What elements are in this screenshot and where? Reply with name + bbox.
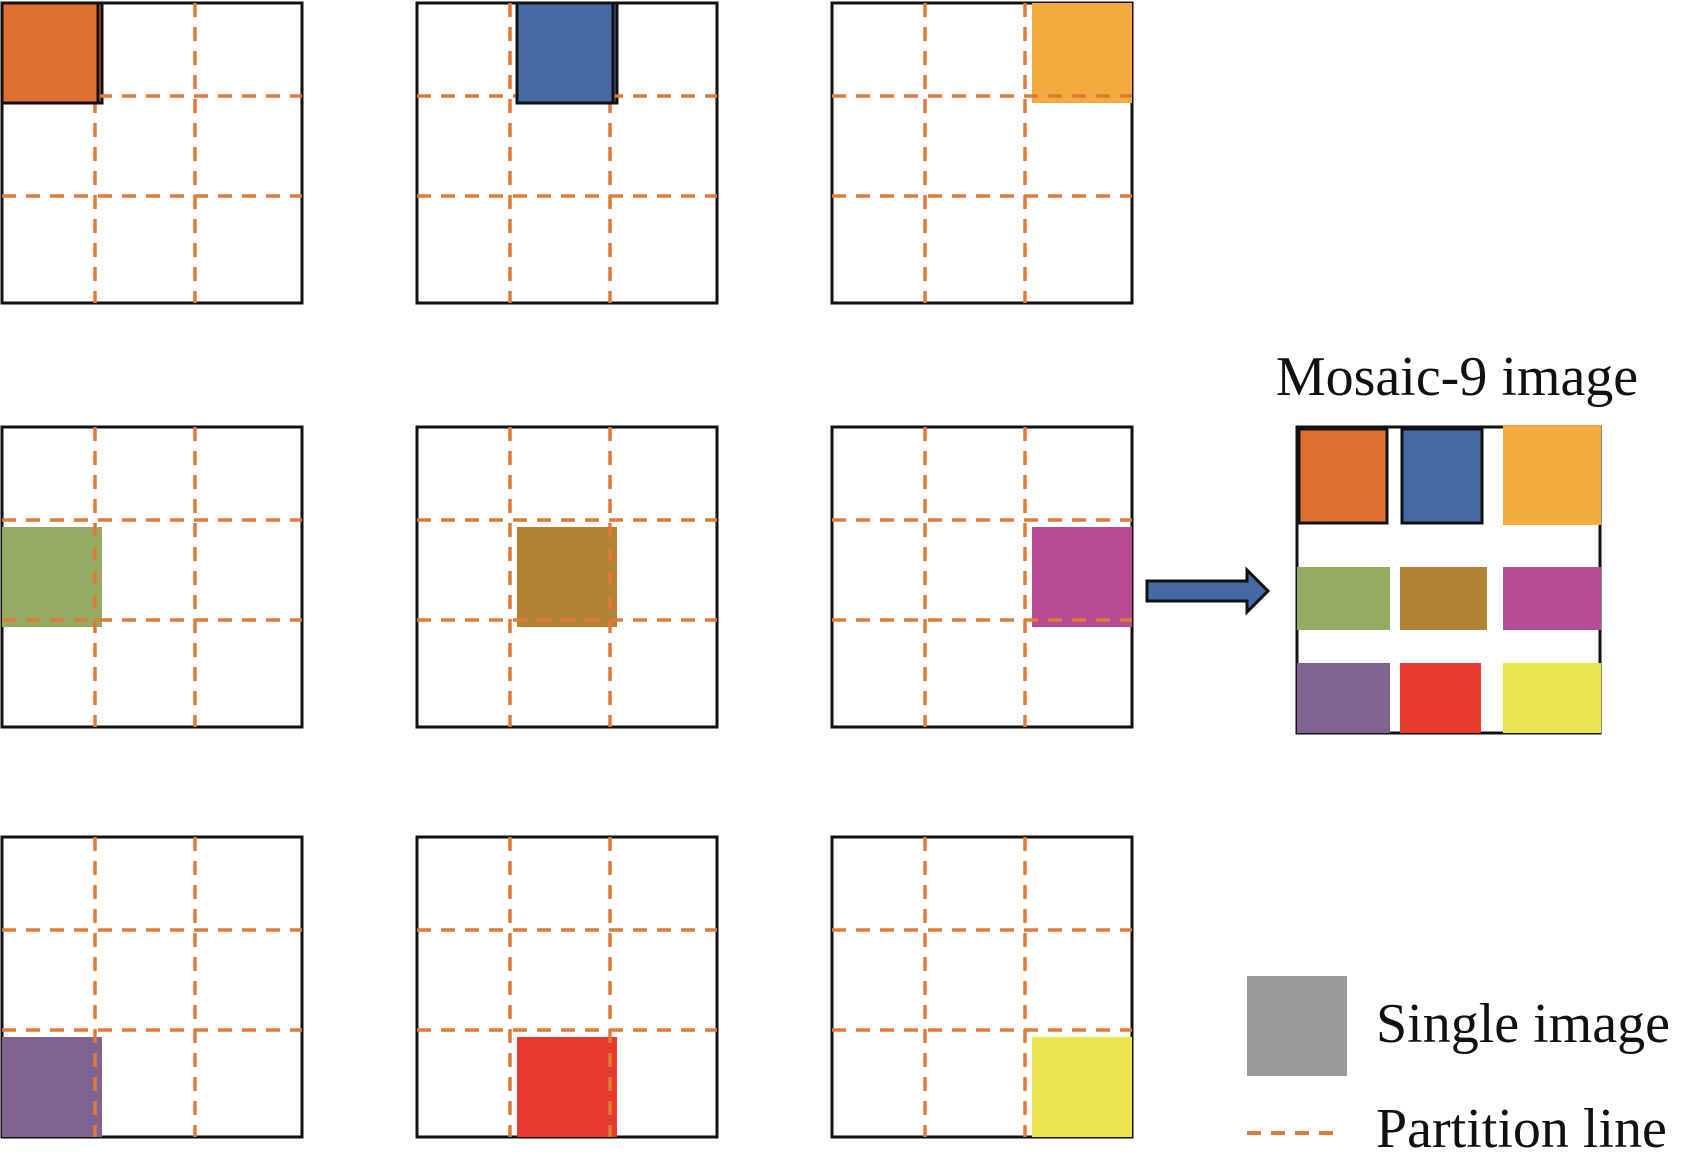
- source-panel-6: [830, 425, 1134, 729]
- panel-frame: [0, 425, 304, 729]
- legend-single-image-swatch: [1247, 976, 1347, 1076]
- legend: Single image Partition line: [1247, 976, 1670, 1160]
- mosaic-tile-6: [1503, 567, 1601, 630]
- arrow: [1145, 566, 1271, 616]
- source-panel-4: [0, 425, 304, 729]
- mosaic-tile-2: [1400, 427, 1484, 525]
- mosaic-tile-9: [1503, 663, 1601, 733]
- mosaic-9-image: [1295, 425, 1602, 735]
- single-image-patch-outline: [0, 1, 100, 105]
- single-image-patch: [1032, 527, 1132, 627]
- arrow-shape: [1145, 566, 1271, 616]
- single-image-patch: [1032, 1037, 1132, 1137]
- source-panel-5: [415, 425, 719, 729]
- mosaic-tile-1: [1297, 427, 1389, 525]
- mosaic-title: Mosaic-9 image: [1276, 346, 1638, 408]
- mosaic-tile-5: [1400, 567, 1487, 630]
- source-panel-3: [830, 1, 1134, 305]
- single-image-patch: [2, 1037, 102, 1137]
- legend-partition-line-label: Partition line: [1376, 1098, 1667, 1160]
- single-image-patch-outline: [515, 1, 615, 105]
- mosaic-tile-8: [1400, 663, 1481, 733]
- legend-single-image-label: Single image: [1376, 993, 1670, 1055]
- mosaic-tile-4: [1297, 567, 1390, 630]
- source-panel-9: [830, 835, 1134, 1139]
- source-panels: [0, 1, 1134, 1139]
- single-image-patch: [1032, 3, 1132, 103]
- mosaic-tile-7: [1297, 663, 1390, 733]
- mosaic-tile-3: [1503, 425, 1601, 525]
- single-image-patch: [2, 527, 102, 627]
- source-panel-1: [0, 1, 304, 305]
- source-panel-7: [0, 835, 304, 1139]
- source-panel-2: [415, 1, 719, 305]
- single-image-patch: [517, 1037, 617, 1137]
- single-image-patch: [517, 527, 617, 627]
- source-panel-8: [415, 835, 719, 1139]
